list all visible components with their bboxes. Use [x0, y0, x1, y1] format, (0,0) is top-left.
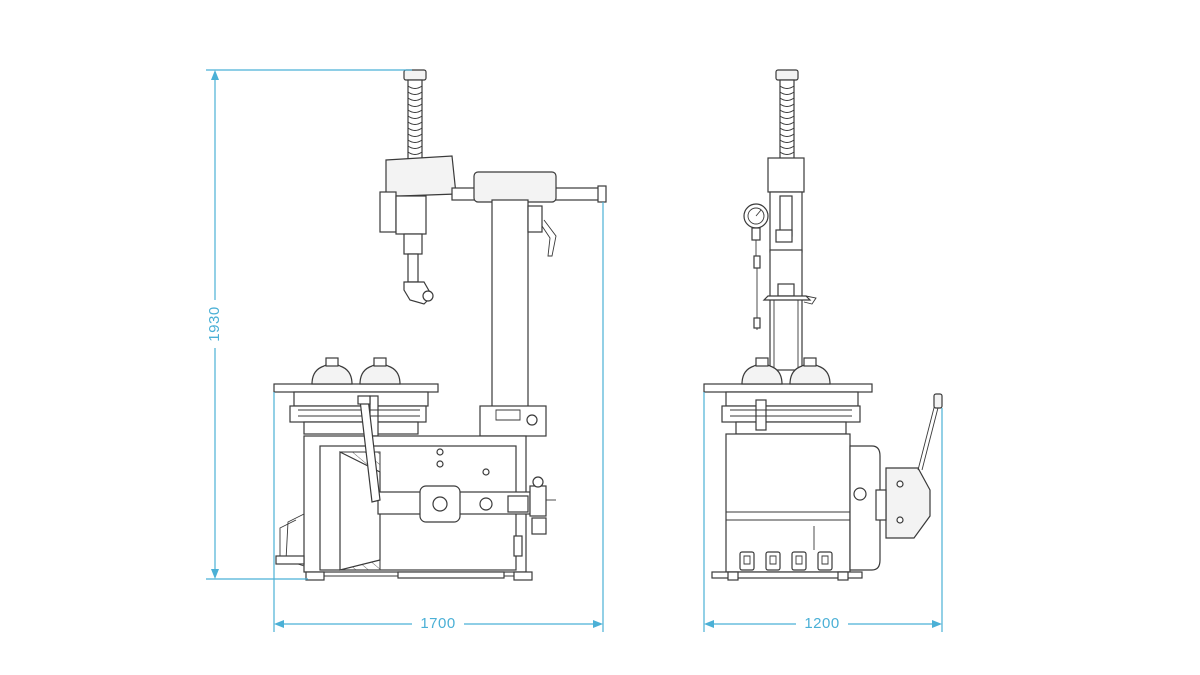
- front-spring-column: [403, 69, 427, 163]
- front-bead-breaker-arm: [377, 476, 556, 535]
- front-mount-head: [379, 155, 457, 305]
- side-mount-head: [767, 157, 805, 300]
- height-dimension: 1930: [206, 69, 412, 580]
- side-vertical-column: [762, 249, 817, 371]
- front-pedals: [275, 513, 305, 567]
- side-control-valves: [739, 551, 833, 571]
- height-label: 1930: [206, 306, 223, 341]
- front-horizontal-arm: [451, 171, 607, 203]
- front-width-label: 1700: [420, 615, 455, 632]
- front-turntable: [273, 357, 439, 437]
- side-pressure-gauge: [743, 203, 769, 330]
- side-width-dimension: 1200: [703, 392, 943, 632]
- side-spring-column: [775, 69, 799, 163]
- side-cabinet: [711, 433, 863, 581]
- front-bead-breaker-lever: [357, 395, 381, 503]
- front-width-dimension: 1700: [273, 202, 604, 632]
- front-view: [273, 69, 607, 581]
- side-bead-breaker: [849, 393, 943, 571]
- side-width-label: 1200: [804, 615, 839, 632]
- side-turntable: [703, 357, 873, 435]
- side-view: [703, 69, 943, 581]
- front-vertical-column: [479, 199, 557, 437]
